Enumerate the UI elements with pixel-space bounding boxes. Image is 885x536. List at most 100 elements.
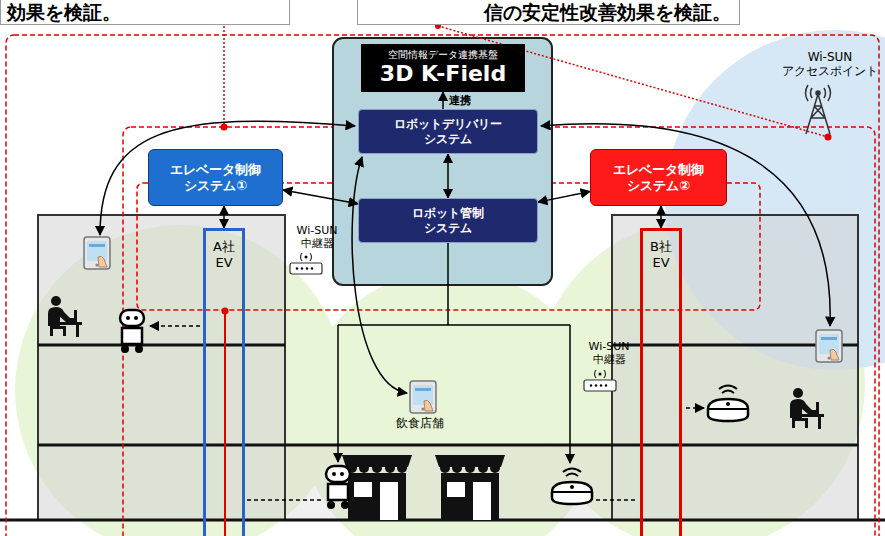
shop-icon	[348, 473, 406, 520]
system-box: ロボットデリバリー システム	[358, 109, 538, 154]
person-icon	[790, 388, 824, 429]
robot-route	[100, 121, 355, 235]
node-text: ロボットデリバリー システム	[394, 117, 502, 146]
shop-icon	[359, 463, 369, 473]
tablet-icon	[816, 330, 842, 362]
node-text: A社 EV	[213, 239, 235, 270]
tablet-icon	[95, 263, 98, 266]
node-text: B社 EV	[650, 239, 672, 270]
coverage-area	[15, 30, 885, 536]
person-icon	[816, 402, 819, 414]
robot-route	[337, 325, 339, 462]
tablet-icon	[830, 349, 839, 360]
shop-icon	[441, 473, 499, 520]
repeater-icon	[595, 370, 606, 378]
connector-arrow	[538, 191, 590, 202]
robot-icon	[326, 466, 350, 482]
elevator-control-box: エレベータ制御 システム①	[148, 149, 283, 206]
robot-route	[541, 124, 830, 326]
shop-icon	[440, 463, 450, 473]
shop-icon	[490, 463, 500, 473]
repeater-icon	[301, 253, 312, 261]
node-text: エレベータ制御 システム②	[613, 162, 704, 193]
robot-icon	[134, 316, 138, 320]
repeater-icon	[296, 267, 298, 269]
robot-icon	[328, 484, 348, 500]
robot-icon	[326, 466, 350, 509]
repeater-icon	[590, 384, 592, 386]
shop-icon	[397, 463, 407, 473]
repeater-icon	[584, 370, 616, 391]
cleaning-robot-icon	[719, 386, 737, 394]
repeater-icon	[290, 253, 616, 391]
person-icon	[48, 296, 82, 337]
robot-icon	[120, 310, 144, 326]
node-text: 効果を検証。	[7, 1, 121, 24]
cleaning-robot-icon	[563, 469, 581, 477]
callout-leader	[224, 311, 226, 536]
building	[285, 445, 612, 520]
cleaning-robot-icon	[708, 399, 748, 421]
shop-icon	[380, 482, 398, 520]
node-text: エレベータ制御 システム①	[170, 162, 261, 193]
antenna-tower	[806, 85, 831, 101]
connector-arrow	[283, 190, 358, 204]
cleaning-robot-icon	[552, 469, 592, 505]
robot-route	[686, 407, 704, 409]
repeater-icon	[290, 263, 322, 274]
shop-icon	[447, 482, 465, 497]
device-label: Wi-SUN 中継器	[582, 340, 636, 366]
robot-route	[596, 499, 638, 501]
device-label: Wi-SUN 中継器	[290, 224, 344, 250]
shop-icon	[478, 463, 488, 473]
shop-icon	[354, 482, 372, 497]
platform-container	[333, 38, 552, 285]
shop-icon	[452, 463, 462, 473]
person-icon	[818, 417, 821, 429]
person-icon	[802, 414, 824, 417]
shop-icon	[342, 455, 505, 520]
repeater-icon	[584, 380, 616, 391]
tablet-icon	[410, 381, 436, 413]
tablet-icon	[410, 381, 436, 413]
robot-icon	[340, 472, 344, 476]
cleaning-robot-icon	[726, 402, 730, 406]
shop-icon	[372, 463, 382, 473]
person-icon	[792, 418, 808, 428]
tablet-icon	[827, 356, 830, 359]
robot-route	[150, 326, 704, 500]
robot-icon	[122, 328, 142, 344]
tablet-icon	[413, 385, 433, 405]
repeater-icon	[305, 256, 308, 259]
scope-outline	[6, 35, 879, 536]
node-text: 3D K-Field	[380, 61, 506, 87]
platform-title-box: 空間情報データ連携基盤3D K-Field	[361, 44, 525, 92]
elevator-control-box: エレベータ制御 システム②	[590, 149, 727, 206]
cleaning-robot-icon	[708, 408, 748, 410]
repeater-icon	[301, 267, 303, 269]
robot-icon	[121, 345, 129, 353]
robot-icon	[120, 310, 144, 353]
elevator-shaft: B社 EV	[640, 228, 682, 536]
robot-route	[338, 243, 570, 325]
device-label: Wi-SUN アクセスポイント	[779, 50, 881, 79]
edge-label: 連携	[448, 94, 472, 107]
tablet-icon	[821, 337, 837, 340]
scope-outline	[6, 35, 879, 536]
person-icon	[793, 388, 803, 398]
cleaning-robot-icon	[570, 485, 574, 489]
robot-icon	[126, 316, 130, 320]
node-text: 信の安定性改善効果を検証。	[484, 1, 731, 24]
tablet-icon	[421, 407, 424, 410]
robot-icon	[120, 310, 350, 509]
antenna-tower	[806, 85, 831, 134]
antenna-tower	[816, 91, 820, 95]
building	[38, 215, 858, 520]
tablet-icon	[84, 237, 842, 413]
person-icon	[60, 322, 82, 325]
callout-box: 効果を検証。	[0, 0, 290, 25]
shop-icon	[435, 455, 505, 520]
repeater-icon	[595, 384, 597, 386]
robot-icon	[327, 501, 335, 509]
